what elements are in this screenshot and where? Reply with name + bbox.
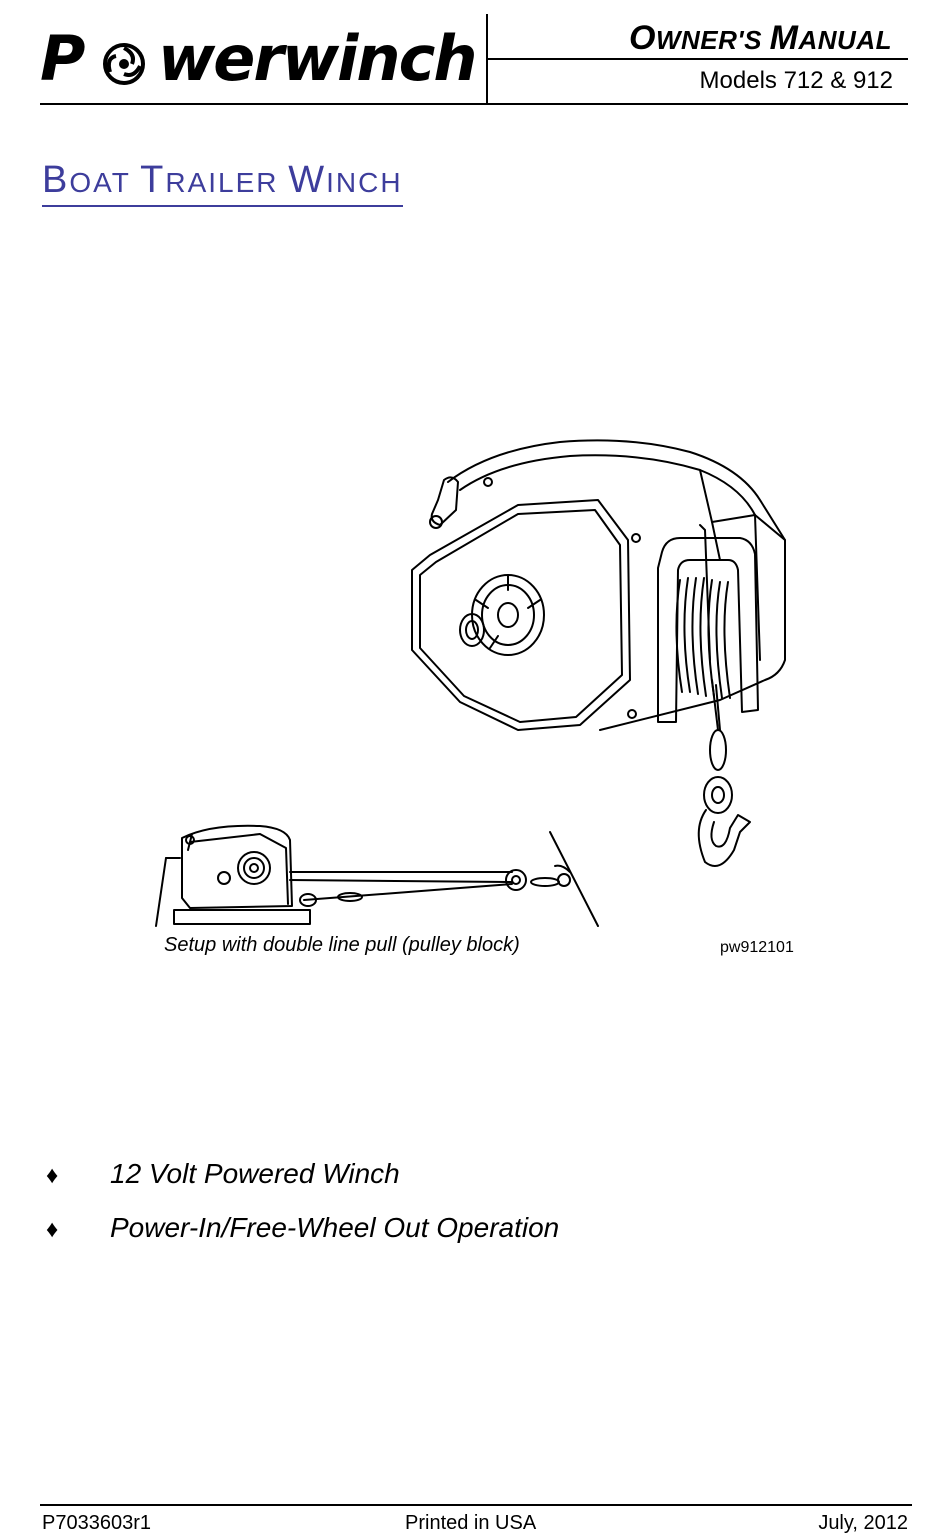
figure-id: pw912101	[720, 939, 794, 956]
logo-letter-p: P	[40, 22, 86, 95]
part-number: P7033603r1	[42, 1512, 151, 1534]
logo-swirl-icon	[103, 43, 145, 85]
feature-text: Power-In/Free-Wheel Out Operation	[110, 1212, 560, 1243]
header-divider-middle	[488, 58, 908, 60]
diamond-bullet-icon: ♦	[46, 1162, 59, 1189]
feature-item: ♦ Power-In/Free-Wheel Out Operation	[46, 1210, 559, 1248]
feature-item: ♦ 12 Volt Powered Winch	[46, 1156, 400, 1194]
brand-logo: P werwinch	[40, 24, 480, 94]
pulley-setup-illustration	[155, 824, 599, 927]
feature-text: 12 Volt Powered Winch	[110, 1158, 400, 1189]
product-title: BOAT TRAILER WINCH	[42, 158, 403, 207]
winch-illustration	[411, 439, 786, 867]
models-label: Models 712 & 912	[699, 67, 893, 94]
logo-wordmark: werwinch	[158, 22, 477, 95]
diamond-bullet-icon: ♦	[46, 1216, 59, 1243]
footer-divider	[40, 1504, 912, 1506]
manual-title: OWNER'S MANUAL	[629, 19, 892, 57]
figure-caption: Setup with double line pull (pulley bloc…	[164, 934, 520, 956]
printed-in-label: Printed in USA	[405, 1512, 537, 1534]
header-divider-vertical	[486, 14, 488, 104]
publication-date: July, 2012	[818, 1512, 908, 1534]
header-divider-bottom	[40, 103, 908, 105]
